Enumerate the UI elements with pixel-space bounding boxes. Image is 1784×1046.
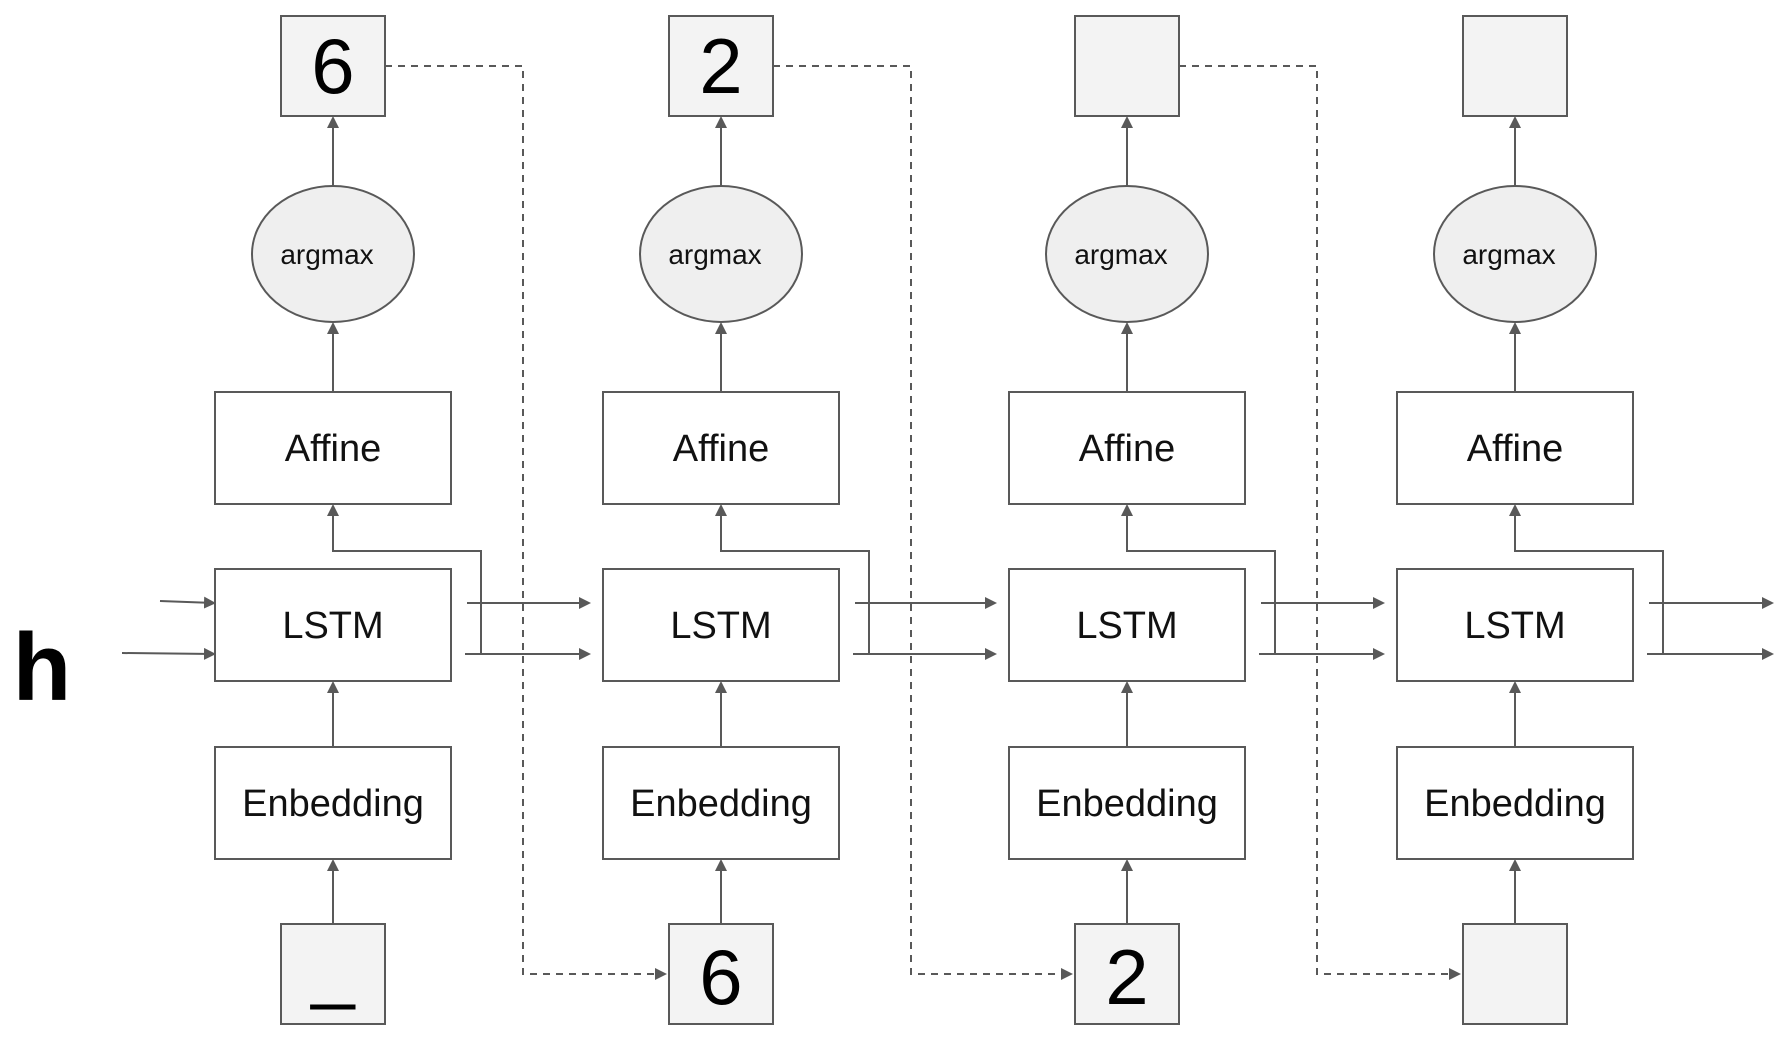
feedback-dashed-arrow [773, 65, 1073, 980]
output-token-box [1074, 15, 1180, 117]
output-token-label: 6 [311, 22, 354, 110]
affine-layer-box [214, 391, 452, 505]
embedding-layer-box [214, 746, 452, 860]
lstm-layer-box [1396, 568, 1634, 682]
lstm-label: LSTM [1464, 605, 1565, 647]
lstm-label: LSTM [670, 605, 771, 647]
argmax-label: argmax [668, 239, 761, 270]
input-token-label: 2 [1105, 933, 1148, 1021]
feedback-dashed-arrow [385, 65, 667, 980]
decoder-steps: 6argmaxAffineLSTMEnbedding_2argmaxAffine… [214, 15, 1634, 1025]
embedding-label: Enbedding [630, 783, 812, 825]
lstm-label: LSTM [1076, 605, 1177, 647]
output-token-box [668, 15, 774, 117]
hidden-state-arrow-1 [159, 596, 216, 609]
embedding-label: Enbedding [1036, 783, 1218, 825]
input-token-box [1462, 923, 1568, 1025]
argmax-label: argmax [1462, 239, 1555, 270]
input-token-label: _ [309, 923, 356, 1011]
embedding-layer-box [1396, 746, 1634, 860]
hidden-state-arrow-2 [121, 647, 216, 660]
affine-layer-box [602, 391, 840, 505]
embedding-label: Enbedding [1424, 783, 1606, 825]
embedding-label: Enbedding [242, 783, 424, 825]
argmax-label: argmax [1074, 239, 1167, 270]
connection-lines [121, 65, 1774, 980]
lstm-layer-box [214, 568, 452, 682]
output-token-box [1462, 15, 1568, 117]
lstm-layer-box [602, 568, 840, 682]
argmax-node [1433, 185, 1597, 323]
affine-layer-box [1396, 391, 1634, 505]
lstm-label: LSTM [282, 605, 383, 647]
argmax-node [1045, 185, 1209, 323]
embedding-layer-box [602, 746, 840, 860]
feedback-dashed-arrow [1179, 65, 1461, 980]
affine-label: Affine [673, 428, 769, 470]
input-token-box [280, 923, 386, 1025]
affine-label: Affine [285, 428, 381, 470]
affine-layer-box [1008, 391, 1246, 505]
input-token-box [668, 923, 774, 1025]
hidden-state-label: h [13, 614, 72, 721]
argmax-node [251, 185, 415, 323]
affine-label: Affine [1467, 428, 1563, 470]
argmax-node [639, 185, 803, 323]
affine-label: Affine [1079, 428, 1175, 470]
input-token-box [1074, 923, 1180, 1025]
output-token-label: 2 [699, 22, 742, 110]
embedding-layer-box [1008, 746, 1246, 860]
lstm-layer-box [1008, 568, 1246, 682]
input-token-label: 6 [699, 933, 742, 1021]
output-token-box [280, 15, 386, 117]
argmax-label: argmax [280, 239, 373, 270]
